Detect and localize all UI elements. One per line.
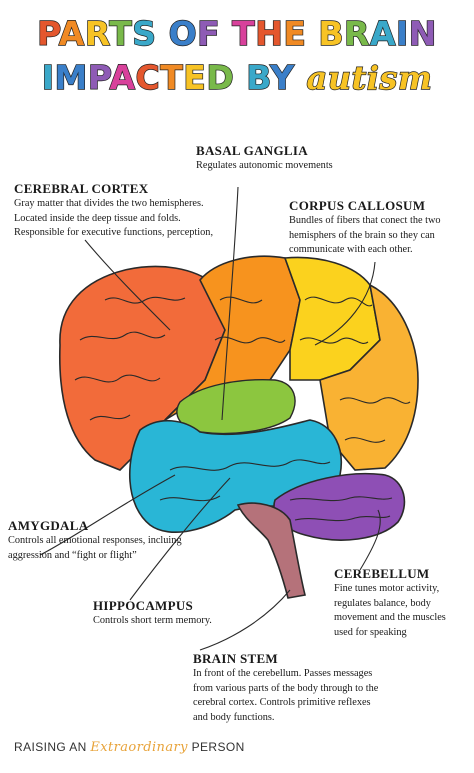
title-line-2-letter: B bbox=[246, 57, 271, 97]
label-hippocampus: HIPPOCAMPUS Controls short term memory. bbox=[93, 598, 212, 629]
footer-suffix: PERSON bbox=[191, 740, 245, 754]
title-line-2-letter: M bbox=[54, 57, 88, 97]
brain-stem-desc-3: cerebral cortex. Controls primitive refl… bbox=[193, 697, 371, 708]
title-line-2: IMPACTED BY autism bbox=[0, 57, 474, 98]
brain-stem-desc-2: from various parts of the body through t… bbox=[193, 682, 379, 694]
cerebellum-heading: CEREBELLUM bbox=[334, 566, 430, 581]
cerebral-cortex-desc-3: Responsible for executive functions, per… bbox=[14, 227, 214, 238]
occipital-lobe bbox=[319, 283, 419, 471]
title-line-1-letter: A bbox=[369, 13, 396, 53]
title-line-1-letter: I bbox=[395, 13, 409, 53]
cerebral-cortex-heading: CEREBRAL CORTEX bbox=[14, 181, 149, 196]
title-line-1-letter: E bbox=[283, 13, 307, 53]
brain-stem-heading: BRAIN STEM bbox=[193, 651, 278, 666]
label-amygdala: AMYGDALA Controls all emotional response… bbox=[8, 518, 182, 563]
basal-ganglia-heading: BASAL GANGLIA bbox=[196, 143, 308, 158]
cerebral-cortex-desc-1: Gray matter that divides the two hemisph… bbox=[14, 198, 204, 209]
title-line-1-letter: R bbox=[84, 13, 110, 53]
title-line-2-letter: Y bbox=[269, 57, 295, 97]
basal-ganglia-desc-1: Regulates autonomic movements bbox=[196, 160, 333, 171]
title-cursive-word: autism bbox=[306, 58, 433, 97]
hippocampus-desc-1: Controls short term memory. bbox=[93, 615, 212, 626]
title-line-1-letter: S bbox=[132, 13, 157, 53]
label-cerebellum: CEREBELLUM Fine tunes motor activity, re… bbox=[334, 566, 446, 640]
title-line-1-letter: T bbox=[231, 13, 256, 53]
title-line-1-letter: B bbox=[318, 13, 345, 53]
cerebellum-desc-1: Fine tunes motor activity, bbox=[334, 583, 440, 594]
title-line-1-letter: N bbox=[408, 13, 437, 53]
cerebellum-desc-2: regulates balance, body bbox=[334, 597, 431, 609]
title-line-2-letter: P bbox=[87, 57, 110, 97]
cerebral-cortex-desc-2: Located inside the deep tissue and folds… bbox=[14, 212, 181, 224]
corpus-callosum-desc-2: hemisphers of the brain so they can bbox=[289, 229, 435, 241]
title-line-1-letter: O bbox=[168, 13, 198, 53]
gyri-lines bbox=[74, 296, 411, 522]
brain-stem-desc-4: and body functions. bbox=[193, 711, 275, 723]
title-line-1-letter: F bbox=[196, 13, 221, 53]
hippocampus-heading: HIPPOCAMPUS bbox=[93, 598, 194, 613]
label-corpus-callosum: CORPUS CALLOSUM Bundles of fibers that c… bbox=[289, 198, 441, 258]
title-line-2-letter: D bbox=[206, 57, 235, 97]
title-line-2-letter: C bbox=[135, 57, 161, 97]
title-line-2-letter: A bbox=[109, 57, 136, 97]
corpus-callosum-desc-1: Bundles of fibers that conect the two bbox=[289, 215, 441, 226]
title-line-2-letter: T bbox=[160, 57, 184, 97]
corpus-callosum-desc-3: communicate with each other. bbox=[289, 244, 413, 255]
amygdala-desc-2: aggression and “fight or flight” bbox=[8, 549, 137, 561]
label-basal-ganglia: BASAL GANGLIA Regulates autonomic moveme… bbox=[196, 143, 333, 174]
parietal-lobe bbox=[283, 256, 381, 381]
brain-stem bbox=[236, 502, 306, 599]
title-line-2-letter: I bbox=[41, 57, 55, 97]
brain-stem-desc-1: In front of the cerebellum. Passes messa… bbox=[193, 668, 373, 679]
cerebellum-desc-4: used for speaking bbox=[334, 626, 407, 638]
title-line-1: PARTS OF THE BRAIN bbox=[0, 13, 474, 54]
label-cerebral-cortex: CEREBRAL CORTEX Gray matter that divides… bbox=[14, 181, 213, 241]
title-line-1-letter: P bbox=[36, 13, 59, 53]
title-line-1-letter: R bbox=[343, 13, 370, 53]
footer-prefix: RAISING AN bbox=[14, 740, 87, 754]
title-line-1-letter: T bbox=[109, 13, 133, 53]
cerebellum-desc-3: movement and the muscles bbox=[334, 612, 446, 623]
amygdala-desc-1: Controls all emotional responses, inclui… bbox=[8, 535, 182, 546]
title-line-1-letter: A bbox=[58, 13, 85, 53]
label-brain-stem: BRAIN STEM In front of the cerebellum. P… bbox=[193, 651, 378, 725]
corpus-callosum-heading: CORPUS CALLOSUM bbox=[289, 198, 426, 213]
footer-credit: RAISING AN Extraordinary PERSON bbox=[14, 740, 245, 755]
footer-cursive: Extraordinary bbox=[90, 740, 188, 755]
title-line-2-letter: E bbox=[183, 57, 207, 97]
cerebellum bbox=[273, 472, 406, 541]
leader-lines bbox=[39, 186, 381, 651]
title-line-1-letter: H bbox=[254, 13, 284, 53]
amygdala-heading: AMYGDALA bbox=[8, 518, 89, 533]
